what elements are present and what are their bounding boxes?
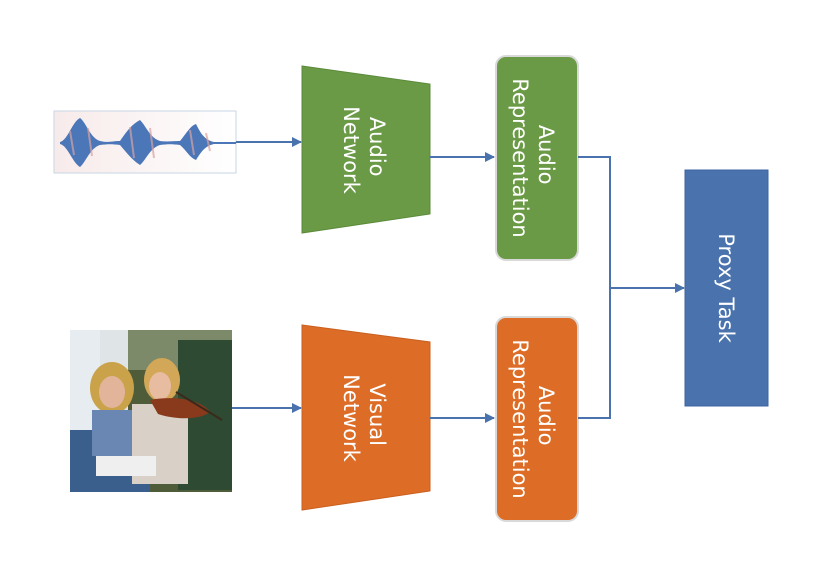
audio-representation-top: Audio Representation — [495, 55, 579, 261]
audio-representation-bottom: Audio Representation — [495, 316, 579, 522]
svg-text:Audio Representation: Audio Representation — [508, 339, 558, 499]
audio-network: Audio Network — [301, 65, 431, 234]
visual-network-label-line2: Network — [339, 374, 363, 463]
svg-text:Proxy Task: Proxy Task — [714, 233, 738, 343]
svg-text:Visual Network: Visual Network — [339, 374, 389, 463]
audio-representation-top-line2: Representation — [508, 78, 532, 238]
svg-text:Audio Network: Audio Network — [339, 106, 389, 195]
violin-photo-image — [70, 330, 232, 492]
waveform-image — [53, 110, 237, 174]
visual-network-label-line1: Visual — [365, 383, 389, 446]
audio-network-label-line2: Network — [339, 106, 363, 195]
audio-representation-top-line1: Audio — [534, 125, 558, 185]
proxy-task-label: Proxy Task — [714, 233, 738, 343]
proxy-task: Proxy Task — [684, 169, 769, 407]
audio-representation-bottom-line1: Audio — [534, 386, 558, 446]
visual-network: Visual Network — [301, 324, 431, 511]
audio-representation-bottom-line2: Representation — [508, 339, 532, 499]
svg-text:Audio Representation: Audio Representation — [508, 78, 558, 238]
audio-network-label-line1: Audio — [365, 117, 389, 177]
connector-top-representation — [578, 156, 611, 419]
